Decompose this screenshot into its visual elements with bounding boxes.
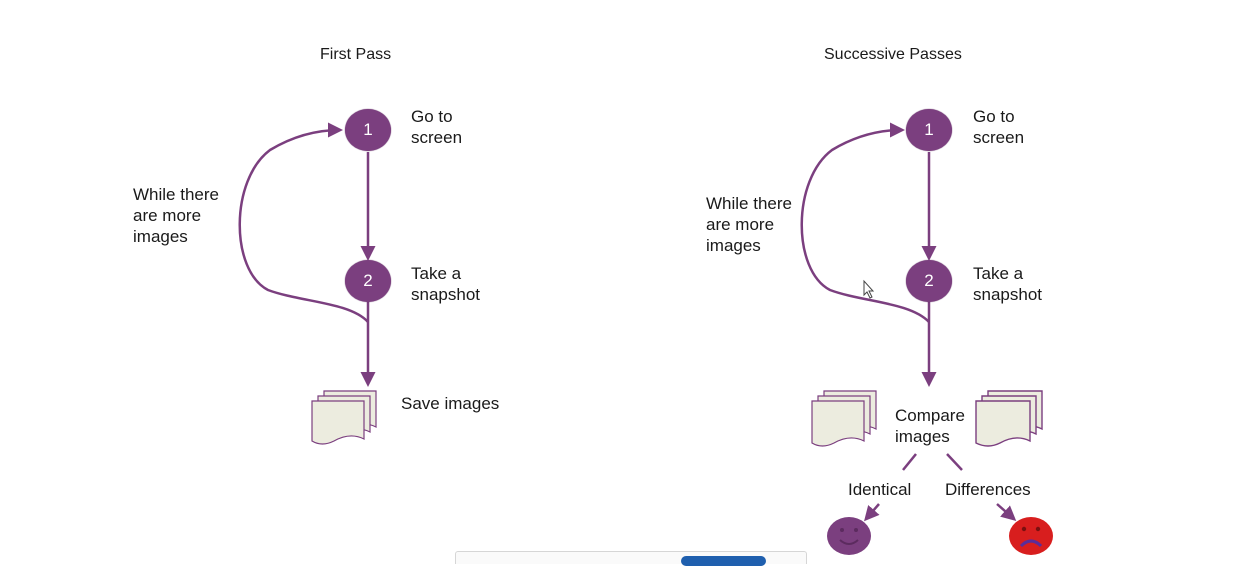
succ-left-document-stack-icon (811, 390, 877, 447)
arrow-identical-to-face (864, 503, 880, 522)
succ-right-document-stack-icon (975, 390, 1043, 447)
succ-loop-label: While there are more images (706, 194, 792, 255)
arrow-differences-to-face (996, 503, 1017, 521)
mouse-pointer-icon (863, 279, 875, 299)
arrow-to-differences (946, 453, 963, 471)
succ-step-2-node: 2 (906, 260, 952, 302)
first-step-1-node: 1 (345, 109, 391, 151)
smiley-face-icon (827, 517, 871, 555)
first-step-2-label: Take a snapshot (411, 264, 480, 304)
differences-label: Differences (945, 480, 1031, 499)
first-pass-title: First Pass (320, 46, 392, 63)
first-output-label: Save images (401, 394, 500, 413)
succ-step-1-label: Go to screen (973, 107, 1025, 147)
first-step-1-label: Go to screen (411, 107, 463, 147)
first-loop-arrow (238, 122, 369, 323)
identical-label: Identical (848, 480, 912, 499)
succ-loop-arrow (800, 122, 930, 323)
toolbar-button[interactable] (681, 556, 766, 566)
bottom-toolbar-edge (455, 551, 807, 566)
succ-compare-label: Compare images (895, 405, 965, 447)
arrow-to-identical (902, 453, 917, 471)
succ-step-1-node: 1 (906, 109, 952, 151)
first-step-2-node: 2 (345, 260, 391, 302)
successive-passes-title: Successive Passes (824, 46, 962, 63)
succ-step-2-label: Take a snapshot (973, 264, 1042, 304)
first-loop-label: While there are more images (133, 185, 219, 246)
sad-face-icon (1009, 517, 1053, 555)
first-document-stack-icon (311, 390, 377, 445)
